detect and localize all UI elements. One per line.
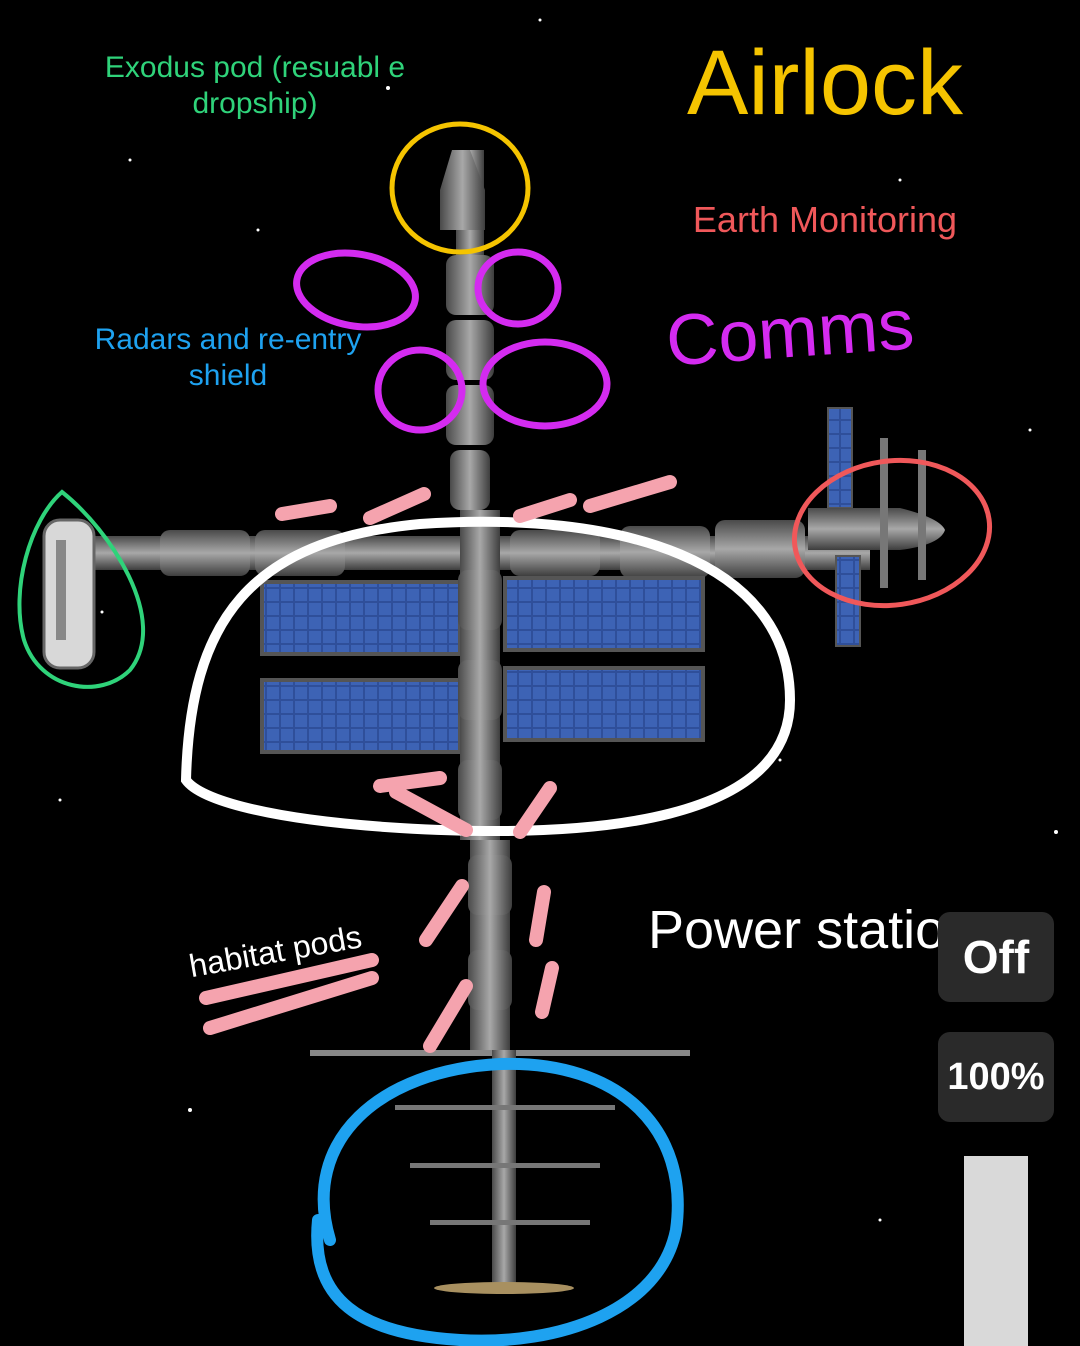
exodus-circle (17, 489, 145, 689)
exodus-pod (42, 518, 96, 670)
airlock-label: Airlock (686, 32, 964, 134)
solar-circle (180, 516, 796, 836)
toggle-off-button[interactable]: Off (938, 912, 1054, 1002)
airlock-capsule (440, 150, 485, 230)
power-station-truss (310, 1050, 690, 1294)
comms-circle-2 (474, 248, 562, 328)
habitat-marks (199, 475, 677, 1053)
power-station-label: Power station (648, 900, 976, 960)
radars-label: Radars and re-entry shield (94, 323, 362, 392)
exodus-pod-label: Exodus pod (resuabl e dropship) (104, 51, 406, 120)
comms-circle-1 (293, 249, 419, 331)
comms-circle-4 (479, 338, 611, 430)
throttle-percent-button[interactable]: 100% (938, 1032, 1054, 1122)
power-circle (311, 1057, 684, 1346)
earth-monitoring-label: Earth Monitoring (692, 199, 958, 240)
earth-monitoring-circle (791, 457, 993, 609)
solar-arrays (260, 407, 861, 754)
comms-circle-3 (374, 346, 466, 434)
starfield (58, 18, 1058, 1222)
throttle-slider[interactable] (964, 1156, 1028, 1346)
earth-monitoring-module (808, 438, 945, 588)
airlock-circle (389, 121, 531, 255)
